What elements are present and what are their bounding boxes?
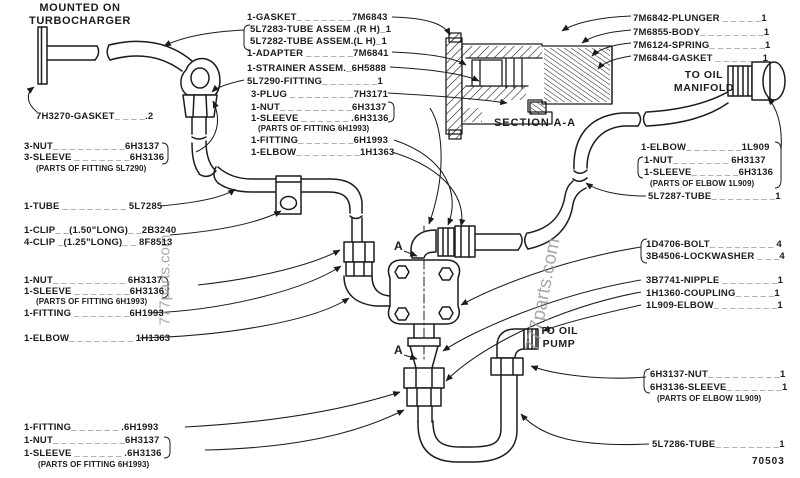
- callout-parts-of-fitting-6h1993-a: (PARTS OF FITTING 6H1993): [36, 297, 148, 306]
- callout-sleeve-6h3136-f: 6H3136-SLEEVE_ _ _ _ _ _ _1: [650, 382, 788, 393]
- turbo-flange-and-tube: [37, 26, 221, 178]
- callout-plunger-7m6842: 7M6842-PLUNGER _ _ _ _ _1: [633, 13, 767, 24]
- watermark-text: 777parts.com: [156, 234, 174, 326]
- section-marker-a-bottom: A: [394, 343, 403, 357]
- mounted-on-line1: MOUNTED ON: [39, 2, 121, 14]
- callout-parts-of-fitting-6h1993-b: (PARTS OF FITTING 6H1993): [38, 460, 150, 469]
- callout-tube-assem-5l7283: 5L7283-TUBE ASSEM .(R H)_1: [250, 24, 392, 35]
- to-oil-manifold-line1: TO OIL: [684, 69, 724, 81]
- callout-fitting-6h1993-c: 1-FITTING_ _ _ _ _ _ _6H1993: [251, 135, 389, 146]
- callout-spring-7m6124: 7M6124-SPRING_ _ _ _ _ _ _1: [633, 40, 771, 51]
- callout-clip-2b3240: 1-CLIP_ _(1.50"LONG)_ _2B3240: [24, 225, 177, 236]
- callout-sleeve-6h3136-d: 1-SLEEVE _ _ _ _ _ _ .6H3136: [251, 113, 389, 124]
- callout-fitting-6h1993-b: 1-FITTING_ _ _ _ _ _ .6H1993: [24, 422, 159, 433]
- tube-riser-5l7287: [524, 112, 642, 250]
- fitting-stack-6h1993: [343, 215, 393, 307]
- callout-nut-6h3137-e: 1-NUT_ _ _ _ _ _ _ 6H3137: [644, 155, 766, 166]
- to-oil-pump-label: TO OIL PUMP: [534, 325, 584, 351]
- callout-parts-of-elbow-1l909-a: (PARTS OF ELBOW 1L909): [650, 179, 755, 188]
- valve-body: [387, 225, 461, 423]
- tube-5l7286: [417, 374, 518, 463]
- leader-lines: [26, 15, 782, 451]
- to-oil-pump-line2: PUMP: [542, 338, 576, 350]
- section-a-a-label: SECTION A-A: [493, 117, 577, 129]
- to-oil-pump-line1: TO OIL: [539, 325, 579, 337]
- callout-elbow-1h1363-a: 1-ELBOW_ _ _ _ _ _ _ _ 1H1363: [24, 333, 171, 344]
- top-fitting-assembly: [410, 225, 523, 259]
- callout-clip-8f8513: 4-CLIP _(1.25"LONG)_ _ 8F8513: [24, 237, 173, 248]
- callout-tube-5l7285: 1-TUBE _ _ _ _ _ _ _ _ 5L7285: [24, 201, 163, 212]
- callout-gasket-7h3270: 7H3270-GASKET_ _ _ _.2: [36, 111, 154, 122]
- figure-number: 70503: [752, 456, 785, 467]
- callout-nut-6h3137-b: 1-NUT_ _ _ _ _ _ _ _ _ 6H3137: [24, 275, 163, 286]
- callout-nut-6h3137-c: 1-NUT_ _ _ _ _ _ _ _ _6H3137: [24, 435, 160, 446]
- callout-sleeve-6h3136-a: 3-SLEEVE _ _ _ _ _ _ _6H3136: [24, 152, 165, 163]
- callout-parts-of-fitting-5l7290: (PARTS OF FITTING 5L7290): [36, 164, 147, 173]
- callout-gasket-7m6844: 7M6844-GASKET _ _ _ _ _ _1: [633, 53, 769, 64]
- callout-sleeve-6h3136-c: 1-SLEEVE _ _ _ _ _ _ .6H3136: [24, 448, 162, 459]
- callout-elbow-1h1363-b: 1-ELBOW_ _ _ _ _ _ _ _1H1363: [251, 147, 395, 158]
- callout-strainer-6h5888: 1-STRAINER ASSEM._6H5888: [247, 63, 387, 74]
- section-marker-a-top: A: [394, 239, 403, 253]
- callout-nut-6h3137-a: 3-NUT_ _ _ _ _ _ _ _ _6H3137: [24, 141, 160, 152]
- tube-5l7285: [213, 166, 363, 215]
- mounted-on-line2: TURBOCHARGER: [29, 15, 131, 27]
- callout-fitting-6h1993-a: 1-FITTING _ _ _ _ _ _ _6H1993: [24, 308, 164, 319]
- section-a-a: [445, 32, 613, 140]
- callout-gasket-7m6843: 1-GASKET_ _ _ _ _ _ _7M6843: [247, 12, 388, 23]
- callout-fitting-5l7290: 5L7290-FITTING_ _ _ _ _ _ _1: [247, 76, 384, 87]
- callout-sleeve-6h3136-b: 1-SLEEVE _ _ _ _ _ _ _6H3136: [24, 286, 165, 297]
- callout-tube-5l7287: 5L7287-TUBE_ _ _ _ _ _ _ _1: [648, 191, 781, 202]
- callout-parts-of-elbow-1l909-b: (PARTS OF ELBOW 1L909): [657, 394, 762, 403]
- callout-body-7m6855: 7M6855-BODY_ _ _ _ _ _ _ _1: [633, 27, 770, 38]
- callout-sleeve-6h3136-e: 1-SLEEVE_ _ _ _ _ _6H3136: [644, 167, 774, 178]
- callout-tube-5l7286: 5L7286-TUBE_ _ _ _ _ _ _ _1: [652, 439, 785, 450]
- callout-elbow-1l909-a: 1-ELBOW_ _ _ _ _ _ _1L909: [641, 142, 770, 153]
- callout-elbow-1l909-b: 1L909-ELBOW_ _ _ _ _ _ _ _1: [646, 300, 783, 311]
- oil-pump-elbow-1l909: [490, 328, 539, 376]
- callout-bolt-1d4706: 1D4706-BOLT_ _ _ _ _ _ _ _ 4: [646, 239, 782, 250]
- mounted-on-turbocharger-label: MOUNTED ON TURBOCHARGER: [24, 2, 136, 28]
- callout-nut-6h3137-d: 1-NUT_ _ _ _ _ _ _ _ _6H3137: [251, 102, 387, 113]
- callout-adapter-7m6841: 1-ADAPTER _ _ _ _ _ _7M6841: [247, 48, 389, 59]
- callout-coupling-1h1360: 1H1360-COUPLING_ _ _ _ _1: [646, 288, 780, 299]
- callout-nut-6h3137-f: 6H3137-NUT_ _ _ _ _ _ _ _ _1: [650, 369, 786, 380]
- callout-tube-assem-5l7282: 5L7282-TUBE ASSEM.(L H)_1: [250, 36, 387, 47]
- brackets: [161, 24, 782, 459]
- callout-nipple-3b7741: 3B7741-NIPPLE _ _ _ _ _ _ _1: [646, 275, 784, 286]
- to-oil-manifold-line2: MANIFOLD: [673, 82, 735, 94]
- callout-plug-7h3171: 3-PLUG _ _ _ _ _ _ _ _7H3171: [251, 89, 389, 100]
- to-oil-manifold-label: TO OIL MANIFOLD: [666, 69, 742, 95]
- manifold-elbow-1l909: [727, 61, 786, 101]
- callout-lockwasher-3b4506: 3B4506-LOCKWASHER _ _ _4: [646, 251, 785, 262]
- callout-parts-of-fitting-6h1993-c: (PARTS OF FITTING 6H1993): [258, 124, 370, 133]
